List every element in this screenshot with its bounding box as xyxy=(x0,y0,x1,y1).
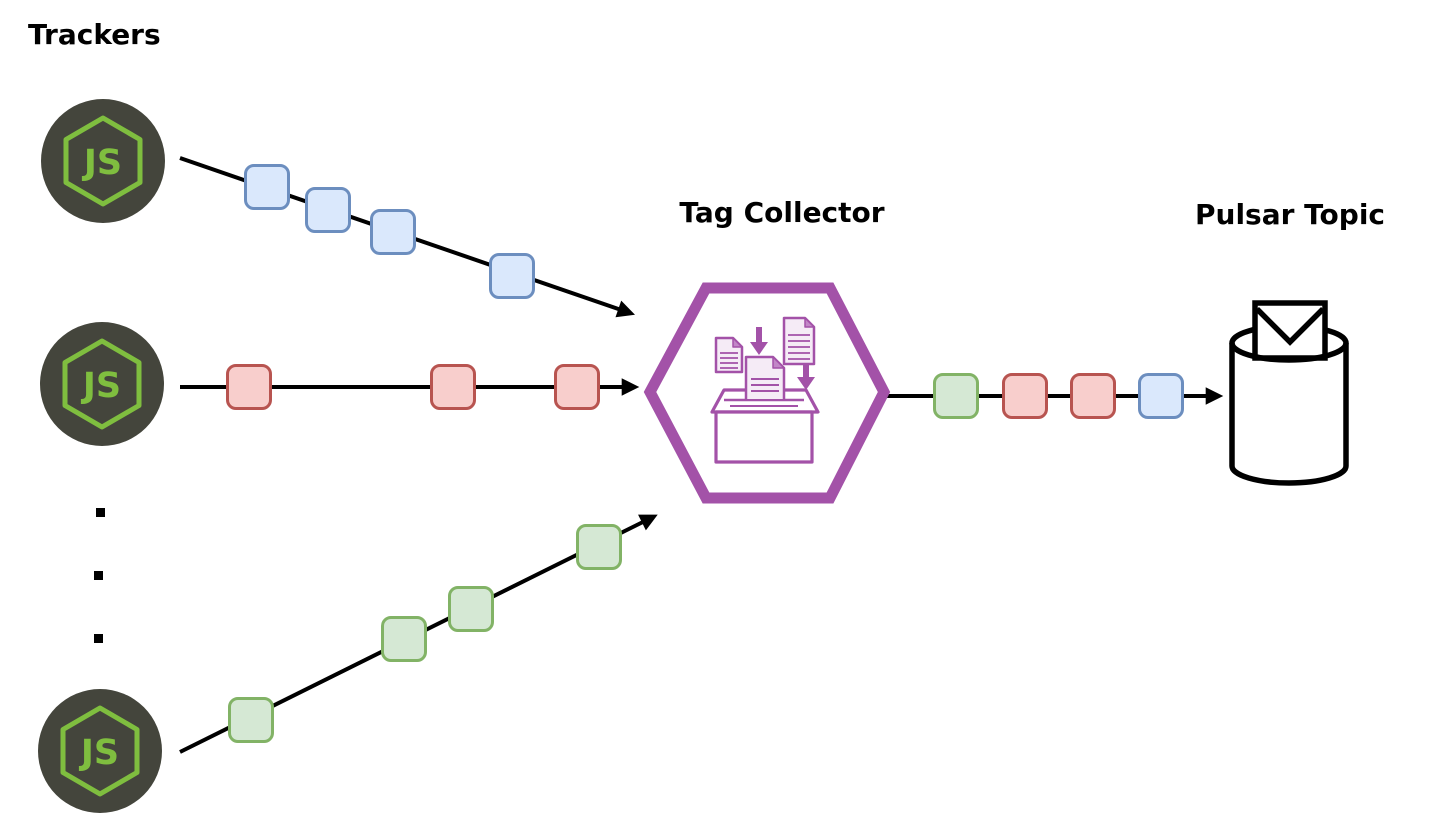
cylinder-body xyxy=(1229,343,1349,486)
tag-collector-label: Tag Collector xyxy=(679,196,885,229)
cylinder-front-rim xyxy=(1229,342,1349,363)
tag-square-red xyxy=(430,364,476,410)
tag-square-red xyxy=(1070,373,1116,419)
tag-square-green xyxy=(228,697,274,743)
tag-square-blue xyxy=(244,164,290,210)
tag-square-blue xyxy=(489,253,535,299)
down-arrow-icon xyxy=(797,363,815,390)
pulsar-topic-label: Pulsar Topic xyxy=(1194,198,1386,231)
ellipsis-dot xyxy=(93,633,103,643)
nodejs-icon xyxy=(40,322,164,446)
collector-documents-icon xyxy=(710,316,820,464)
tag-square-green xyxy=(381,616,427,662)
tag-square-red xyxy=(1002,373,1048,419)
ellipsis-dot xyxy=(93,570,103,580)
nodejs-icon xyxy=(41,99,165,223)
tag-square-green xyxy=(448,586,494,632)
tag-square-green xyxy=(576,524,622,570)
tag-square-red xyxy=(226,364,272,410)
ellipsis-dot xyxy=(95,507,105,517)
tag-square-blue xyxy=(370,209,416,255)
tag-square-blue xyxy=(1138,373,1184,419)
trackers-label: Trackers xyxy=(28,18,161,51)
tag-square-red xyxy=(554,364,600,410)
down-arrow-icon xyxy=(750,327,768,355)
tag-square-green xyxy=(933,373,979,419)
tag-square-blue xyxy=(305,187,351,233)
envelope-icon xyxy=(1252,300,1328,361)
tag-collector-node xyxy=(643,282,891,504)
pulsar-topic-icon xyxy=(1229,300,1349,486)
nodejs-icon xyxy=(38,689,162,813)
